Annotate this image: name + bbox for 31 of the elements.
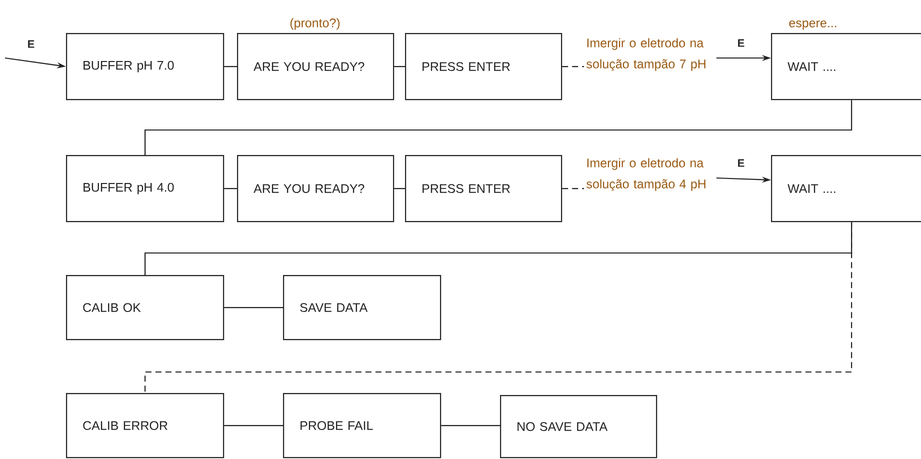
hint-text: espere... xyxy=(789,20,836,30)
display-box: NO SAVE DATA xyxy=(500,395,658,458)
display-box: PRESS ENTER xyxy=(405,33,562,100)
connector xyxy=(224,425,283,426)
display-box: WAIT .... xyxy=(771,155,921,222)
display-box: ARE YOU READY? xyxy=(237,155,394,222)
connector xyxy=(441,425,500,426)
hint-text: (pronto?) xyxy=(290,18,340,30)
display-box: WAIT .... xyxy=(771,33,921,100)
display-box: SAVE DATA xyxy=(283,275,442,340)
display-box: PROBE FAIL xyxy=(283,393,442,458)
display-box: ARE YOU READY? xyxy=(237,33,394,100)
display-box: BUFFER pH 7.0 xyxy=(66,33,224,100)
display-box: PRESS ENTER xyxy=(405,155,562,222)
connector xyxy=(144,100,852,155)
connector xyxy=(224,66,237,68)
connector xyxy=(562,66,584,68)
connector xyxy=(144,222,852,393)
instruction-text: Imergir o eletrodo na solução tampão 7 pH xyxy=(586,38,706,71)
connector xyxy=(394,188,405,190)
connector xyxy=(224,307,283,308)
display-box: CALIB OK xyxy=(66,275,224,340)
connector xyxy=(224,188,237,190)
display-box: BUFFER pH 4.0 xyxy=(66,155,224,222)
edge-label: E xyxy=(736,38,746,48)
edge-label: E xyxy=(26,39,36,49)
connector xyxy=(394,66,405,68)
edge-label: E xyxy=(736,158,746,168)
display-box: CALIB ERROR xyxy=(66,393,224,458)
instruction-text: Imergir o eletrodo na solução tampão 4 pH xyxy=(586,158,706,191)
connector xyxy=(562,188,584,190)
